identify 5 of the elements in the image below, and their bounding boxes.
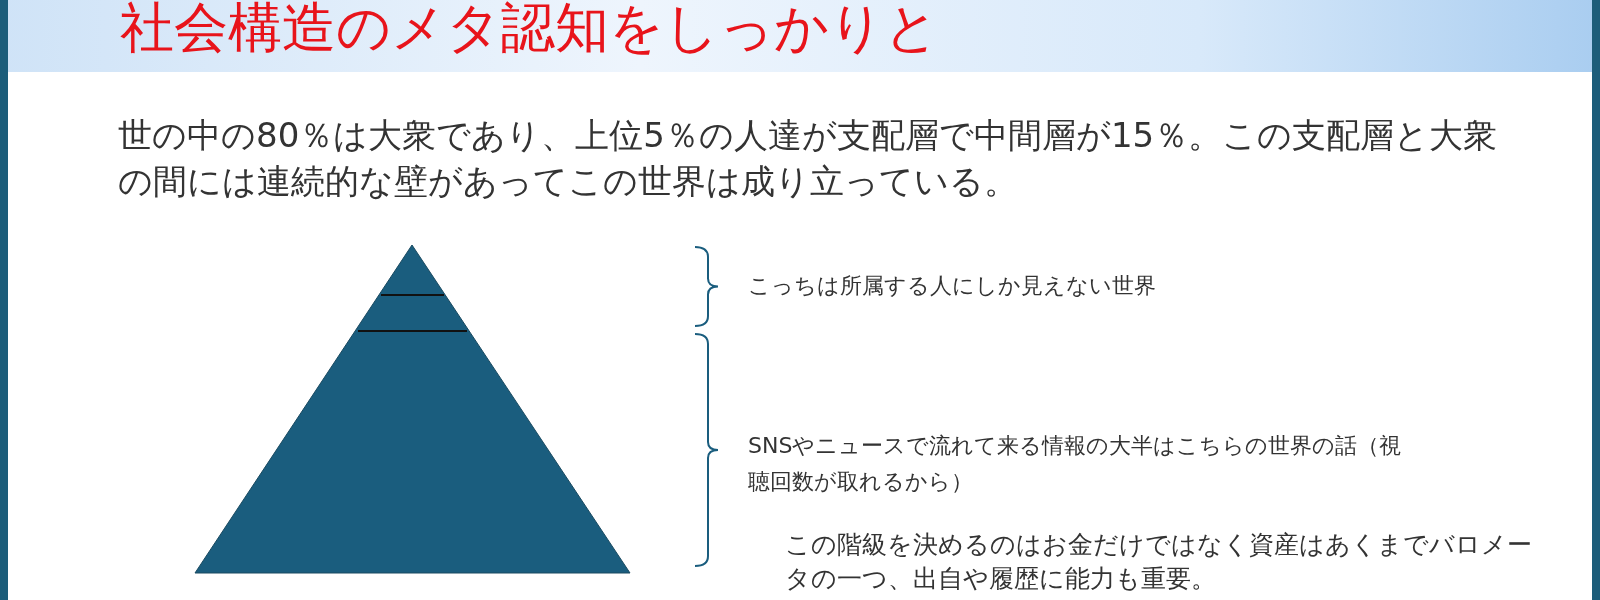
title: 社会構造のメタ認知をしっかりと — [120, 0, 939, 61]
body-paragraph: 世の中の80％は大衆であり、上位5％の人達が支配層で中間層が15％。この支配層と大衆の間には連続的な壁があってこの世界は成り立っている。 — [118, 114, 1498, 203]
note-text: こっちは所属する人にしか見えない世界 — [748, 272, 1157, 300]
note-text: この階級を決めるのはお金だけではなく資産はあくまでバロメータの一つ、出自や履歴に能力も重要。 — [785, 529, 1533, 595]
note-text: SNSやニュースで流れて来る情報の大半はこちらの世界の話（視聴回数が取れるから） — [748, 432, 1403, 496]
